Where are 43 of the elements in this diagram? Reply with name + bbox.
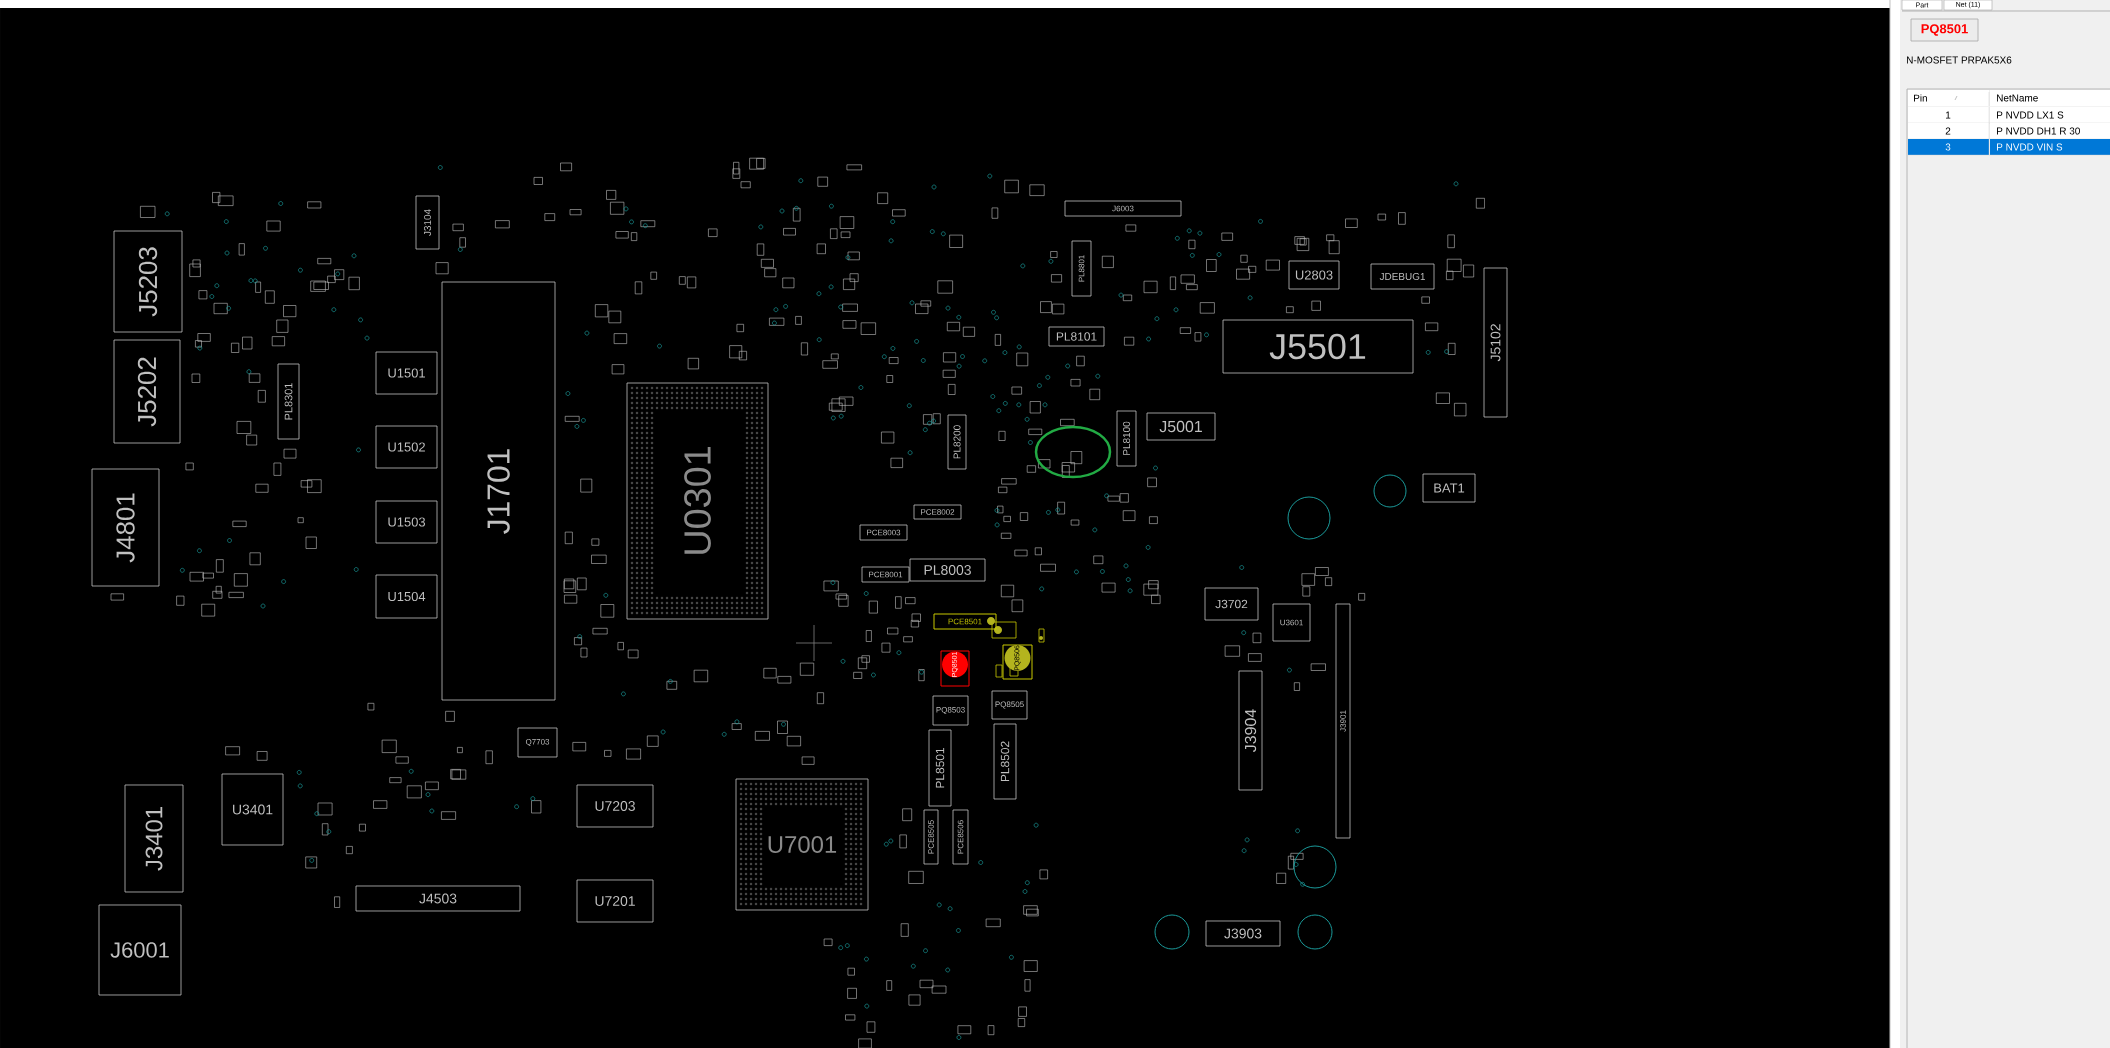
component-outline: J3903	[1205, 920, 1281, 947]
component-outline: BAT1	[1422, 473, 1476, 503]
component-outline: PL8100	[1116, 410, 1137, 467]
component-outline: PL8501	[928, 729, 952, 807]
component-outline: J3104	[415, 195, 440, 250]
component-outline: PL8301	[277, 363, 300, 440]
component-outline: U1503	[375, 500, 438, 544]
table-header: NetName	[1989, 90, 2110, 108]
table-cell: P NVDD DH1 R 30	[1990, 123, 2110, 139]
part-description: N-MOSFET PRPAK5X6	[1907, 56, 2012, 64]
component-outline: PL8502	[993, 723, 1017, 800]
component-outline: U7203	[576, 784, 654, 828]
chip-outline: U0301	[626, 382, 769, 620]
table-cell: 1	[1908, 107, 1989, 123]
component-outline: PL8003	[909, 558, 986, 582]
component-outline: J5501	[1222, 319, 1414, 374]
component-outline: U2803	[1288, 260, 1340, 290]
part-button: PQ8501	[1910, 18, 1979, 42]
component-outline: U3401	[221, 773, 284, 846]
component-outline: J4801	[91, 468, 160, 587]
component-outline: J5001	[1146, 412, 1216, 441]
component-outline: J3904	[1238, 670, 1263, 791]
table-cell: 3	[1908, 139, 1989, 155]
table-header: Pin	[1907, 90, 1990, 108]
component-outline: PL8200	[947, 414, 967, 470]
component-outline: J5203	[113, 230, 183, 333]
component-outline: JDEBUG1	[1370, 263, 1435, 290]
component-outline: U1504	[375, 574, 438, 619]
component-outline: U1502	[375, 425, 438, 469]
component-outline: J3401	[124, 784, 184, 893]
chip-outline: U7001	[735, 778, 869, 911]
component-outline: J5202	[113, 339, 181, 444]
table-cell: P NVDD VIN S	[1990, 139, 2110, 155]
component-outline: J3702	[1204, 587, 1259, 621]
component-outline: PL8101	[1048, 326, 1105, 347]
component-outline: U7201	[576, 879, 654, 923]
table-cell: P NVDD LX1 S	[1990, 107, 2110, 123]
component-outline: J6001	[98, 904, 182, 996]
component-outline: J1701	[441, 281, 556, 701]
component-outline: J4503	[355, 885, 521, 912]
component-outline: J5102	[1483, 267, 1508, 418]
table-cell: 2	[1908, 123, 1989, 139]
component-outline: U1501	[375, 351, 438, 395]
